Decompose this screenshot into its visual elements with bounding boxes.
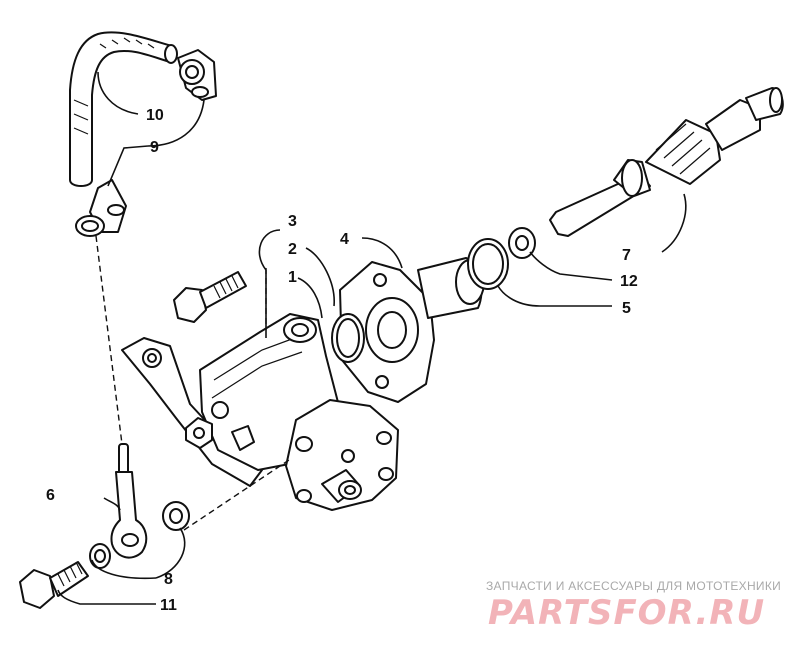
hose-clamp-lower — [75, 179, 127, 237]
callout-7: 7 — [622, 247, 631, 264]
watermark-logo: PARTSFOR.RU — [488, 593, 765, 633]
callout-8: 8 — [164, 571, 173, 588]
watermark: ЗАПЧАСТИ И АКСЕССУАРЫ ДЛЯ МОТОТЕХНИКИ PA… — [486, 579, 781, 633]
callout-5: 5 — [622, 300, 631, 317]
mounting-bolt-part — [173, 271, 247, 323]
leader-lines — [57, 71, 687, 605]
callout-10: 10 — [146, 107, 164, 124]
callout-3: 3 — [288, 213, 297, 230]
oil-pump-body — [121, 313, 399, 511]
watermark-tagline: ЗАПЧАСТИ И АКСЕССУАРЫ ДЛЯ МОТОТЕХНИКИ — [486, 579, 781, 593]
callout-labels: 3 2 1 4 5 6 7 8 9 10 11 12 — [46, 107, 638, 614]
banjo-bolt-part — [19, 561, 89, 609]
callout-4: 4 — [340, 231, 349, 248]
callout-12: 12 — [620, 273, 638, 290]
callout-9: 9 — [150, 139, 159, 156]
callout-2: 2 — [288, 241, 297, 258]
drive-shaft-part — [549, 87, 784, 237]
hose-part — [69, 31, 178, 187]
o-ring-5-part — [467, 238, 509, 290]
callout-11: 11 — [160, 597, 177, 614]
sealing-washer-part — [89, 501, 190, 569]
callout-1: 1 — [288, 269, 297, 286]
banjo-fitting-part — [110, 443, 148, 559]
callout-6: 6 — [46, 487, 55, 504]
thrust-washer-part — [508, 227, 536, 259]
housing-flange-part — [339, 257, 485, 403]
hose-clamp-upper — [177, 49, 217, 101]
o-ring-2-part — [331, 313, 365, 363]
